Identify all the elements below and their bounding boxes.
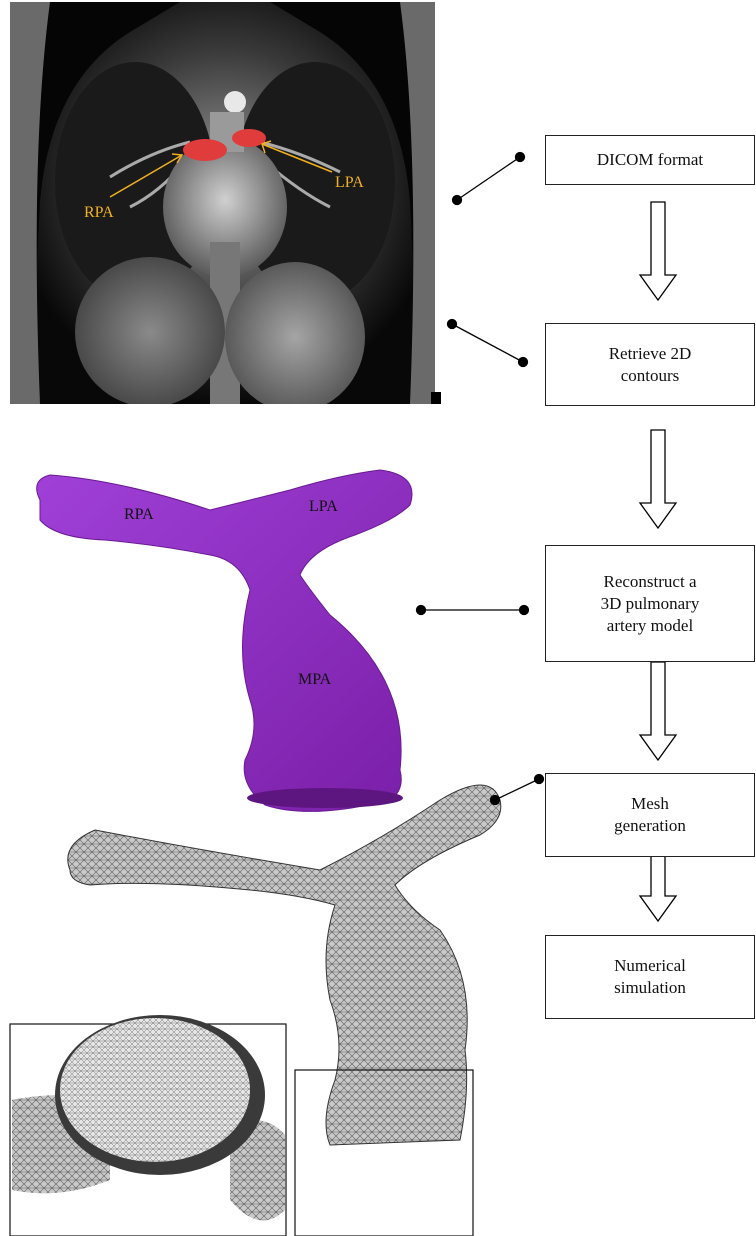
connector-dot <box>519 358 528 367</box>
connector-dot <box>491 796 500 805</box>
step-numerical-simulation: Numerical simulation <box>545 935 755 1019</box>
flow-arrow-1 <box>640 202 676 300</box>
connector-dot <box>448 320 457 329</box>
step-dicom-format: DICOM format <box>545 135 755 185</box>
connector-dot <box>535 775 544 784</box>
flow-arrow-3 <box>640 662 676 760</box>
step-mesh-generation: Mesh generation <box>545 773 755 857</box>
step-retrieve-2d-contours: Retrieve 2D contours <box>545 323 755 406</box>
connector-dot <box>520 606 529 615</box>
connector-dot <box>417 606 426 615</box>
flow-arrow-2 <box>640 430 676 528</box>
connector-dot <box>516 153 525 162</box>
step-reconstruct-3d-model: Reconstruct a 3D pulmonary artery model <box>545 545 755 662</box>
connector-dot <box>453 196 462 205</box>
